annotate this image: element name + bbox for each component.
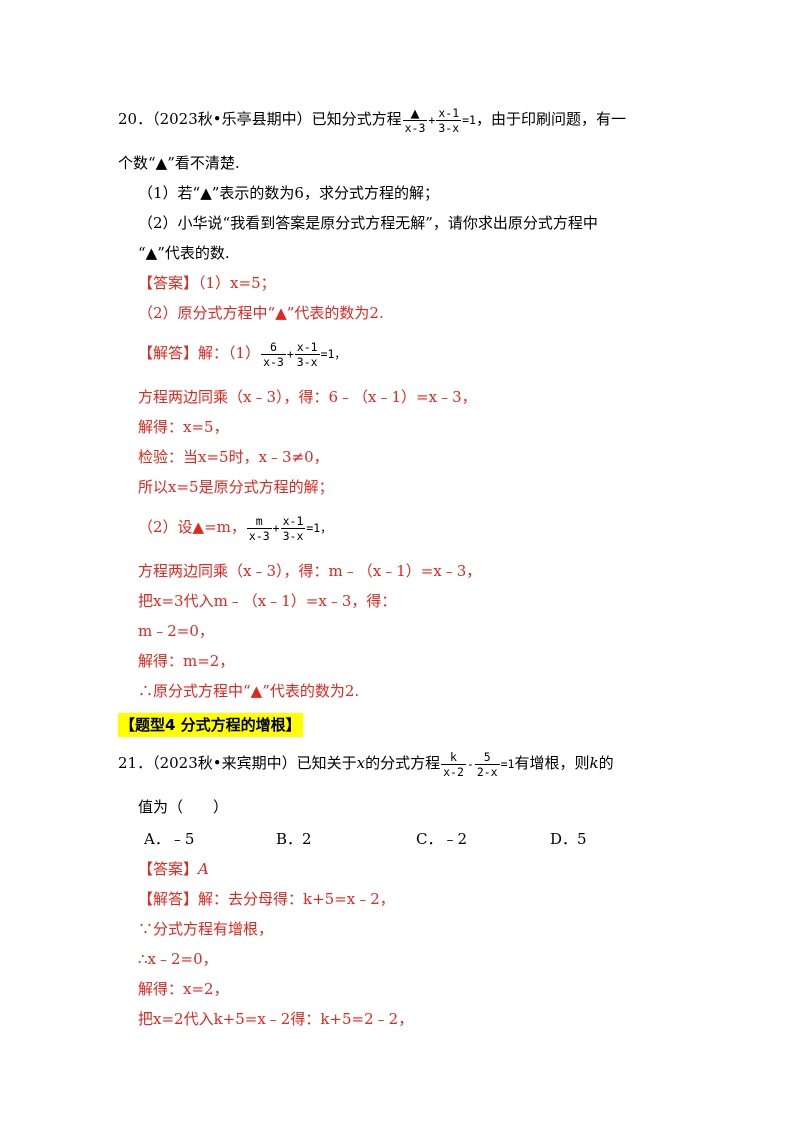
q21-analysis-line1: 【解答】解：去分母得：k+5=x﹣2， <box>138 890 395 908</box>
q20-source: （2023秋•乐亭县期中）已知分式方程 <box>152 110 402 128</box>
q20-step1: 方程两边同乘（x﹣3），得：6﹣（x﹣1）=x﹣3， <box>138 388 477 406</box>
q21-option-a: A．﹣5 <box>144 830 195 848</box>
triangle-symbol: ▲ <box>402 105 428 121</box>
q21-number: 21． <box>118 754 153 772</box>
q21-step3: 解得：x=2， <box>138 980 229 998</box>
q20-step7: 把x=3代入m﹣（x﹣1）=x﹣3，得： <box>138 592 397 610</box>
q20-part2-line2: “▲”代表的数. <box>138 244 230 262</box>
q20-part2-line1: （2）小华说“我看到答案是原分式方程无解”，请你求出原分式方程中 <box>138 214 598 232</box>
q20-stem-line2: 个数“▲”看不清楚. <box>118 154 240 172</box>
q20-step9: 解得：m=2， <box>138 652 235 670</box>
q21-option-d: D．5 <box>550 830 587 848</box>
q20-number: 20． <box>118 110 153 128</box>
q20-step4: 所以x=5是原分式方程的解； <box>138 478 334 496</box>
q20-part1: （1）若“▲”表示的数为6，求分式方程的解； <box>138 184 439 202</box>
q21-option-c: C．﹣2 <box>416 830 468 848</box>
q20-step6: 方程两边同乘（x﹣3），得：m﹣（x﹣1）=x﹣3， <box>138 562 482 580</box>
answer-text: （1）x=5； <box>198 274 276 292</box>
answer-tag: 【答案】 <box>138 274 199 292</box>
q20-conclusion: ∴原分式方程中“▲”代表的数为2. <box>138 682 360 700</box>
q21-step1: ∵分式方程有增根， <box>138 920 274 938</box>
analysis-tag: 【解答】 <box>138 344 199 362</box>
q21-answer: 【答案】A <box>138 858 209 880</box>
q20-fraction-1: ▲x-3 <box>402 103 428 135</box>
q20-step3: 检验：当x=5时，x﹣3≠0， <box>138 448 329 466</box>
answer-text: A <box>198 860 209 878</box>
analysis-tag: 【解答】 <box>138 890 199 908</box>
q21-step2: ∴x﹣2=0， <box>138 950 218 968</box>
q20-stem-tail: ，由于印刷问题，有一 <box>475 110 626 128</box>
q21-option-b: B．2 <box>276 830 312 848</box>
q20-step8: m﹣2=0， <box>138 622 214 640</box>
answer-tag: 【答案】 <box>138 860 199 878</box>
q20-answer: 【答案】（1）x=5； <box>138 272 276 294</box>
q21-step4: 把x=2代入k+5=x﹣2得：k+5=2﹣2， <box>138 1010 414 1028</box>
q20-answer-2: （2）原分式方程中“▲”代表的数为2. <box>138 304 384 322</box>
q21-stem-line2: 值为（ ） <box>138 798 229 816</box>
section-heading: 【题型4 分式方程的增根】 <box>118 713 303 737</box>
q20-step2: 解得：x=5， <box>138 418 229 436</box>
